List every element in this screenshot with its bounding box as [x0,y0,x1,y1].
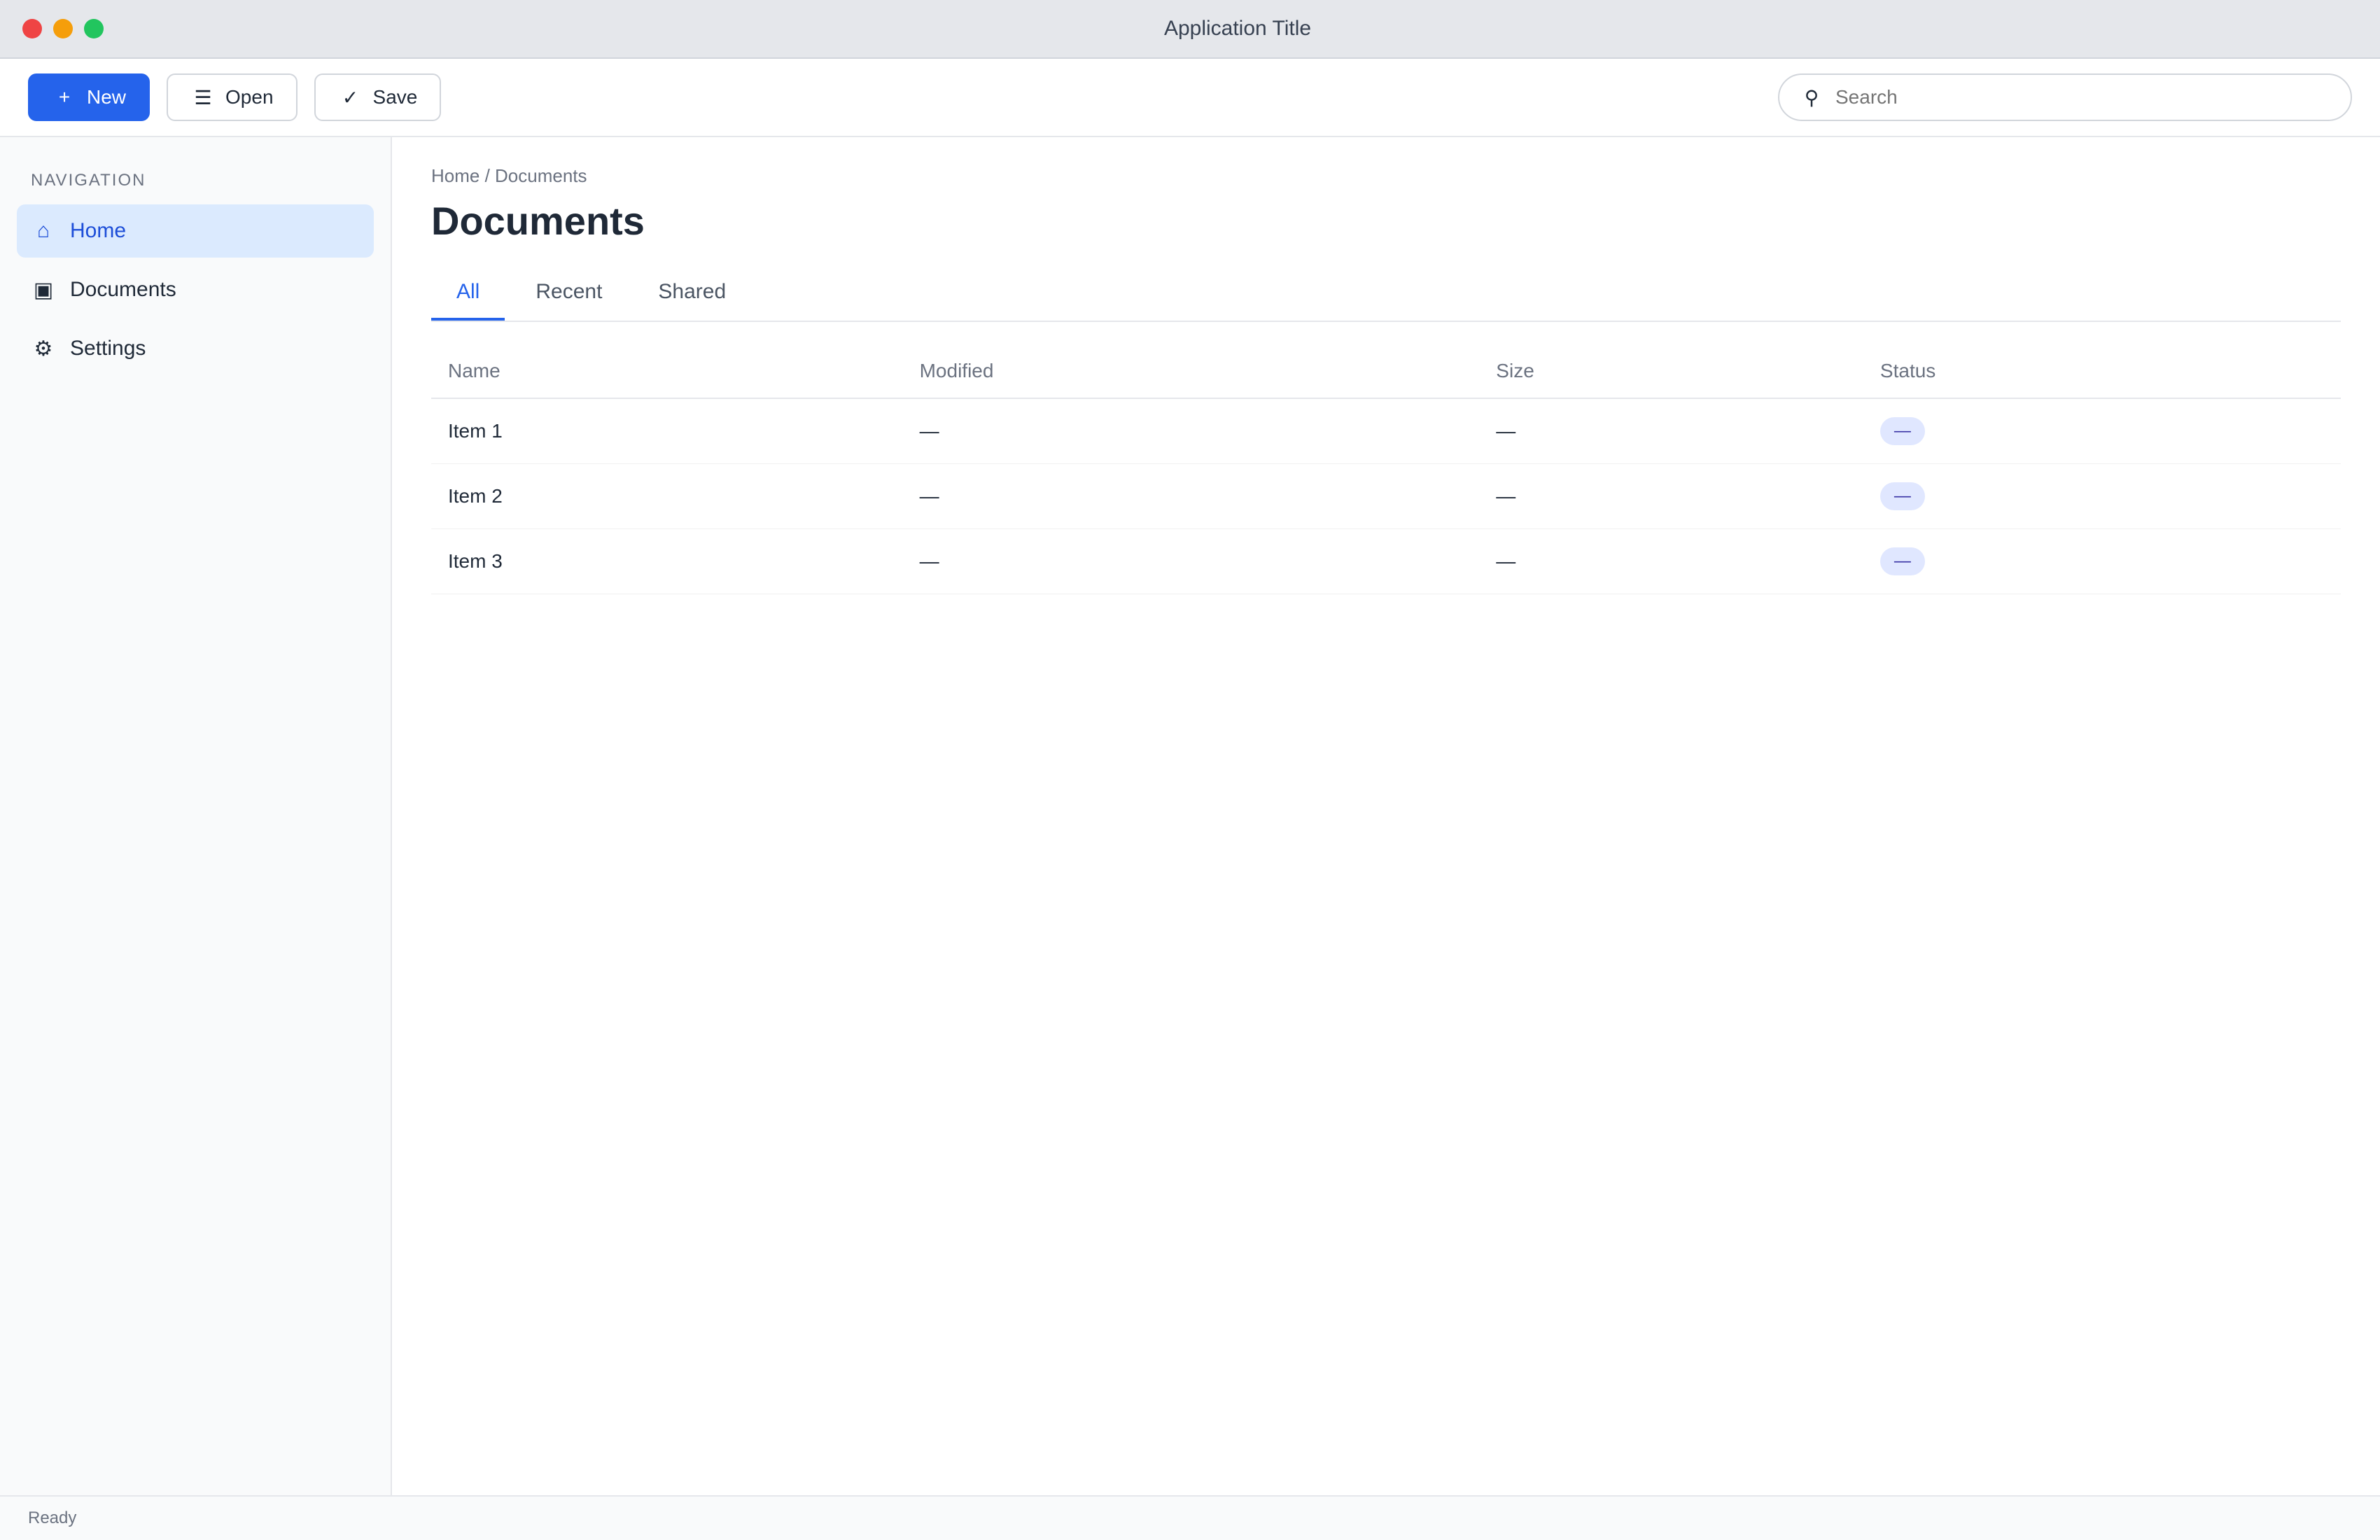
table-cell: — [1863,398,2341,464]
status-badge: — [1879,482,1925,510]
table-cell: — [902,463,1480,529]
table-row[interactable]: Item 3 — — — [431,528,2341,594]
tab-bar: All Recent Shared [431,266,2341,322]
title-bar: Application Title [0,0,2380,59]
status-badge: — [1879,547,1925,575]
table-cell: — [902,528,1480,594]
content-area: Navigation ⌂ Home ▣ Documents ⚙ Settings… [0,137,2380,1495]
sidebar-item-label: Settings [70,337,146,360]
tab-recent[interactable]: Recent [536,280,603,303]
maximize-window-button[interactable] [84,19,104,38]
main-panel: Home / Documents Documents All Recent Sh… [392,137,2380,1495]
save-button[interactable]: ✓ Save [314,74,442,121]
table-cell: Item 3 [431,528,903,594]
column-header[interactable]: Size [1479,344,1863,399]
table-cell: Item 1 [431,398,903,464]
sidebar-item-settings[interactable]: ⚙ Settings [17,322,374,375]
status-bar: Ready [0,1495,2380,1540]
sidebar-item-label: Documents [70,278,176,301]
table-cell: — [1863,463,2341,529]
close-window-button[interactable] [22,19,42,38]
search-box[interactable]: ⚲ [1778,74,2352,121]
open-button[interactable]: ☰ Open [167,74,298,121]
table-cell: — [1479,528,1863,594]
open-button-label: Open [225,86,274,108]
status-badge: — [1879,417,1925,445]
page-title: Documents [431,199,645,243]
column-header[interactable]: Status [1863,344,2341,399]
gear-icon: ⚙ [34,337,53,360]
table-cell: — [1479,398,1863,464]
status-text: Ready [28,1508,77,1527]
table-cell: — [1479,463,1863,529]
column-header[interactable]: Name [431,344,903,399]
search-icon: ⚲ [1804,86,1819,108]
data-table: Name Modified Size Status Item 1 — — — I… [431,344,2341,594]
tab-all[interactable]: All [431,266,505,321]
plus-icon: + [58,86,71,108]
sidebar: Navigation ⌂ Home ▣ Documents ⚙ Settings [0,137,392,1495]
sidebar-item-documents[interactable]: ▣ Documents [17,263,374,316]
sidebar-item-home[interactable]: ⌂ Home [17,204,374,258]
search-input[interactable] [1835,86,2331,108]
breadcrumb: Home / Documents [431,165,587,186]
folder-icon: ▣ [33,278,54,302]
new-button[interactable]: + New [28,74,150,121]
save-button-label: Save [372,86,418,108]
tab-shared[interactable]: Shared [658,280,727,303]
table-row[interactable]: Item 2 — — — [431,463,2341,529]
table-header-row: Name Modified Size Status [431,344,2341,399]
minimize-window-button[interactable] [53,19,73,38]
window-controls [22,19,104,38]
save-icon: ✓ [342,86,359,108]
table-row[interactable]: Item 1 — — — [431,398,2341,464]
sidebar-item-label: Home [70,219,127,242]
column-header[interactable]: Modified [902,344,1480,399]
sidebar-heading: Navigation [31,171,146,190]
home-icon: ⌂ [36,219,50,242]
table-cell: — [1863,528,2341,594]
table-cell: Item 2 [431,463,903,529]
folder-open-icon: ☰ [194,86,212,108]
table-cell: — [902,398,1480,464]
window-title: Application Title [1163,17,1312,40]
toolbar: + New ☰ Open ✓ Save ⚲ [0,59,2380,137]
new-button-label: New [87,86,127,108]
